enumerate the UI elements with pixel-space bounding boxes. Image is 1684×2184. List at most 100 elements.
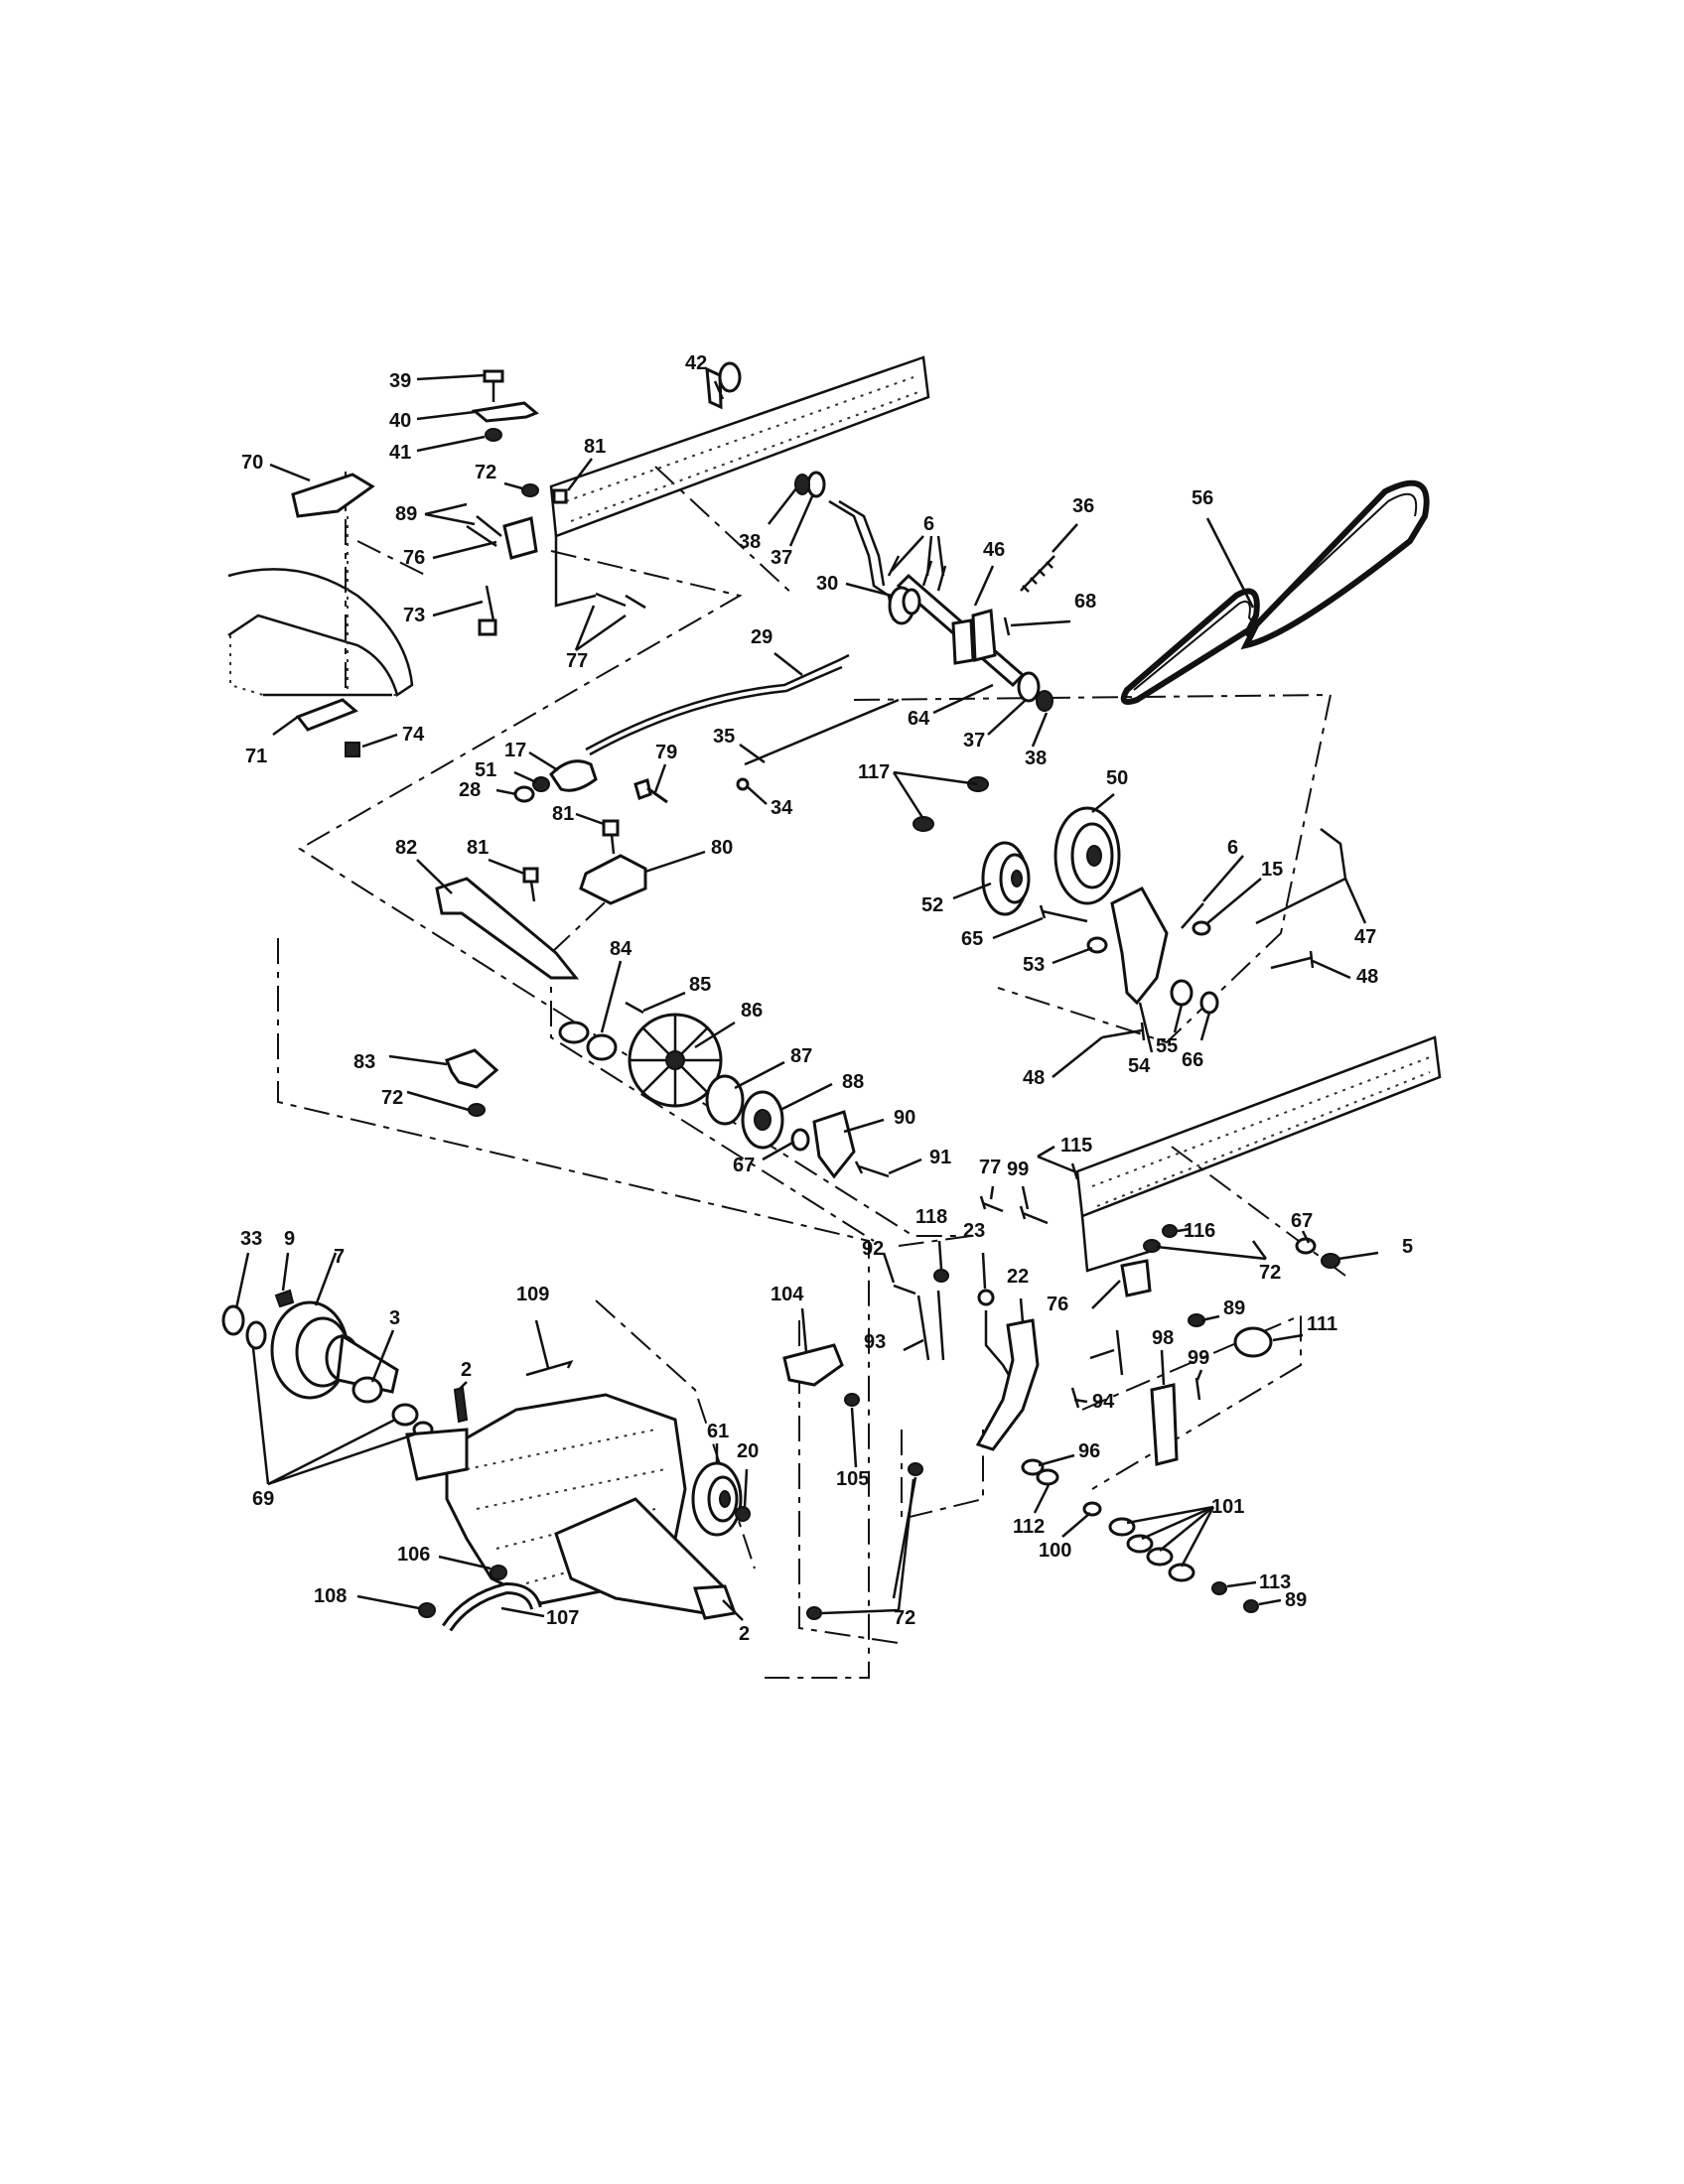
bracket-76b (1120, 1259, 1152, 1297)
callout-33: 33 (240, 1228, 262, 1250)
callout-80: 80 (711, 837, 733, 859)
washer-69b (391, 1403, 419, 1427)
nut-72a (521, 483, 539, 497)
callout-89: 89 (395, 503, 417, 525)
pedal-pad-70 (291, 473, 375, 518)
pulley-50 (1053, 806, 1121, 905)
bolt-74 (345, 742, 360, 757)
callout-72c: 72 (1259, 1262, 1281, 1284)
bracket-83 (445, 1048, 499, 1089)
callout-117: 117 (858, 761, 890, 783)
rod-29b (589, 665, 843, 756)
callout-70: 70 (241, 452, 263, 474)
washer-100 (1082, 1501, 1102, 1517)
callout-50: 50 (1106, 767, 1128, 789)
nut-116 (1162, 1224, 1178, 1238)
callout-6: 6 (923, 513, 934, 535)
plate-71 (295, 698, 358, 732)
washer-38b (1036, 690, 1053, 712)
callout-68: 68 (1074, 591, 1096, 613)
callout-30: 30 (816, 573, 838, 595)
washer-69a (245, 1320, 267, 1350)
callout-113: 113 (1259, 1571, 1291, 1593)
callout-51: 51 (475, 759, 496, 781)
lower-frame-rail (1075, 1035, 1442, 1273)
callout-96: 96 (1078, 1440, 1100, 1462)
callout-64: 64 (908, 708, 930, 730)
callout-81c: 81 (467, 837, 489, 859)
washer-37b (1017, 671, 1041, 703)
callout-84: 84 (610, 938, 632, 960)
callout-36: 36 (1072, 495, 1094, 517)
bolt-91 (854, 1160, 890, 1178)
washer-15 (1192, 920, 1211, 936)
washer-53 (1086, 936, 1108, 954)
nut-51 (532, 776, 550, 792)
nut-105 (844, 1393, 860, 1407)
bushing-84 (586, 1033, 618, 1061)
callout-87: 87 (790, 1045, 812, 1067)
callout-106: 106 (397, 1544, 430, 1566)
bolt-73b (1115, 1329, 1124, 1376)
callout-76: 76 (403, 547, 425, 569)
callout-38: 38 (739, 531, 761, 553)
bolt-92 (893, 1284, 916, 1296)
callout-53: 53 (1023, 954, 1045, 976)
callout-93: 93 (864, 1331, 886, 1353)
bolt-81c (522, 867, 539, 884)
nut-117b (912, 816, 934, 832)
callout-15: 15 (1261, 859, 1283, 881)
bolt-65 (1039, 904, 1088, 923)
callout-112: 112 (1013, 1516, 1045, 1538)
callout-65: 65 (961, 928, 983, 950)
nut-72c (1143, 1239, 1161, 1253)
bolt-39 (483, 369, 504, 402)
pin-94 (1070, 1387, 1080, 1409)
callout-108: 108 (314, 1585, 347, 1607)
callout-48b: 48 (1023, 1067, 1045, 1089)
pulley-87 (705, 1074, 745, 1126)
callout-94: 94 (1092, 1391, 1115, 1413)
callout-3: 3 (389, 1307, 400, 1329)
key-2a (453, 1386, 469, 1424)
callout-67: 67 (733, 1155, 755, 1176)
callout-77b: 77 (979, 1157, 1001, 1178)
washer-3 (351, 1376, 383, 1404)
callout-38b: 38 (1025, 748, 1047, 769)
pin-6b (1181, 902, 1204, 929)
callout-54: 54 (1128, 1055, 1151, 1077)
callout-100: 100 (1039, 1540, 1071, 1562)
transaxle (405, 1393, 738, 1620)
callout-9: 9 (284, 1228, 295, 1250)
callout-7: 7 (334, 1246, 345, 1268)
ring-33 (221, 1304, 245, 1336)
bracket-76a (502, 516, 538, 560)
callout-2: 2 (461, 1359, 472, 1381)
callout-20: 20 (737, 1440, 759, 1462)
callout-88: 88 (842, 1071, 864, 1093)
callout-67b: 67 (1291, 1210, 1313, 1232)
bracket-98 (1150, 1383, 1179, 1466)
callout-85: 85 (689, 974, 711, 996)
bolt-81b (602, 819, 620, 837)
callout-104: 104 (771, 1284, 804, 1305)
callout-37: 37 (771, 547, 792, 569)
callout-55: 55 (1156, 1035, 1178, 1057)
callout-34: 34 (771, 797, 793, 819)
bolt-73a (485, 585, 496, 626)
link-93 (916, 1290, 945, 1361)
callout-71: 71 (245, 746, 267, 767)
callout-74: 74 (402, 724, 425, 746)
callout-73: 73 (403, 605, 425, 626)
nut-41 (485, 428, 502, 442)
bushing-55 (1170, 979, 1193, 1007)
hub-7 (270, 1300, 399, 1400)
nut-113 (1211, 1581, 1227, 1595)
callout-92: 92 (862, 1238, 884, 1260)
nut-72e (806, 1606, 822, 1620)
bolt-48b (1270, 950, 1315, 970)
washer-101d (1168, 1563, 1195, 1582)
bracket-80 (579, 854, 647, 905)
washer-101c (1146, 1547, 1174, 1567)
